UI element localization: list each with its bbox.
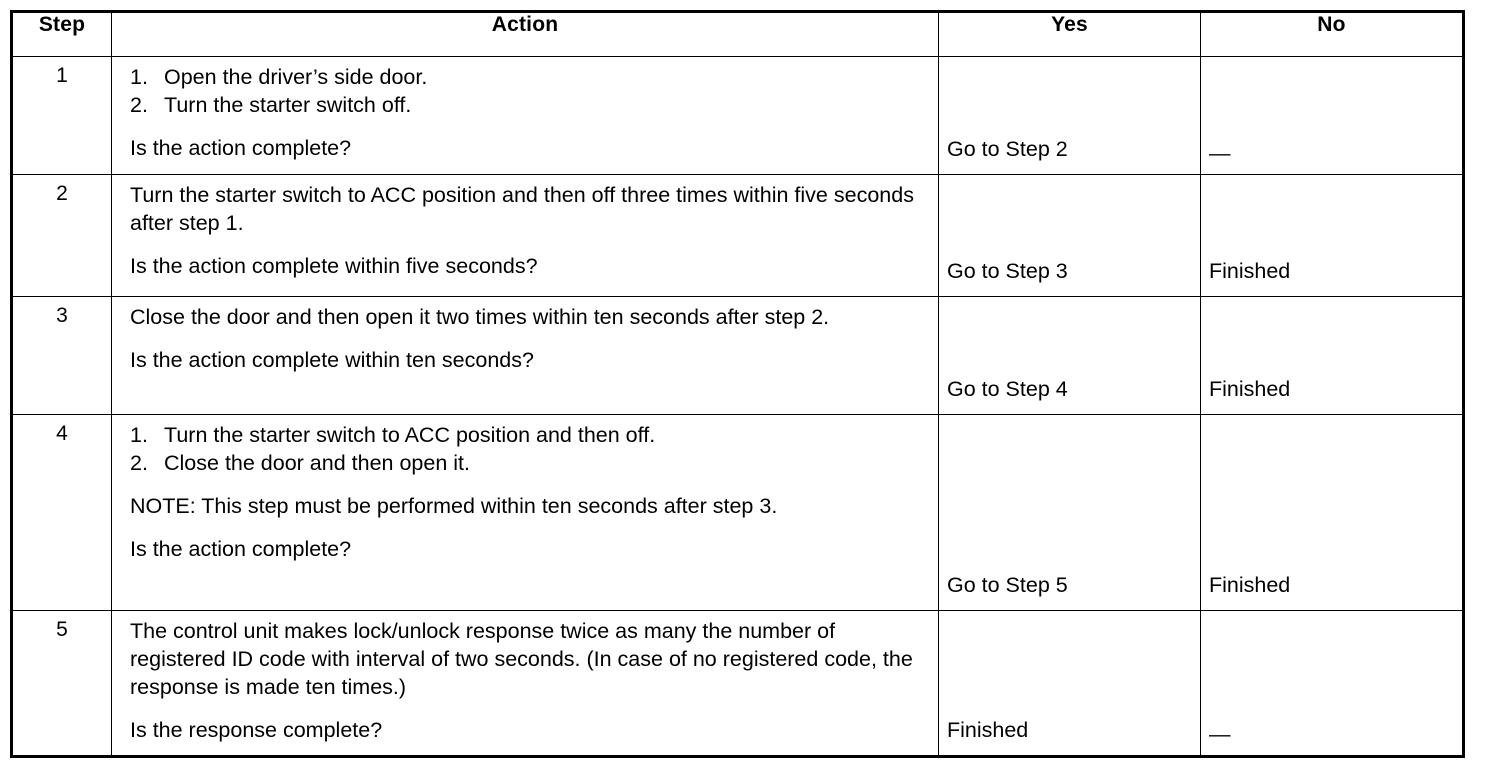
numbered-instruction-list: 1. Turn the starter switch to ACC positi… [130,422,924,478]
list-item-number: 2. [130,450,148,475]
step-number: 3 [11,296,112,415]
no-answer: — [1209,140,1231,165]
action-question: Is the response complete? [130,717,383,742]
table-header-row: Step Action Yes No [11,11,1464,57]
list-item-number: 2. [130,92,148,117]
step-number: 2 [11,174,112,297]
no-cell: Finished [1200,174,1464,297]
step-number: 5 [11,610,112,757]
yes-cell: Go to Step 4 [938,296,1201,415]
no-cell: — [1200,56,1464,175]
yes-answer: Go to Step 2 [947,137,1068,162]
table-row: 1 1. Open the driver’s side door. 2. Tur… [11,56,1464,175]
no-cell: Finished [1200,296,1464,415]
list-item: 2. Close the door and then open it. [130,450,924,478]
no-answer: Finished [1209,377,1291,402]
action-cell: 1. Turn the starter switch to ACC positi… [111,414,939,611]
no-answer: Finished [1209,259,1291,284]
diagnostic-procedure-table: Step Action Yes No 1 1. Open the driver’… [10,10,1465,758]
yes-cell: Go to Step 3 [938,174,1201,297]
list-item-number: 1. [130,423,148,447]
list-item: 1. Open the driver’s side door. [130,64,924,92]
yes-answer: Go to Step 3 [947,259,1068,284]
action-note: NOTE: This step must be performed within… [130,493,778,518]
list-item-text: Close the door and then open it. [164,450,470,475]
table-row: 3 Close the door and then open it two ti… [11,296,1464,415]
action-cell: Turn the starter switch to ACC position … [111,174,939,297]
action-body: Turn the starter switch to ACC position … [130,183,914,235]
column-header-step: Step [11,11,112,57]
action-cell: The control unit makes lock/unlock respo… [111,610,939,757]
no-cell: Finished [1200,414,1464,611]
no-answer: Finished [1209,573,1291,598]
yes-answer: Finished [947,718,1029,743]
no-cell: — [1200,610,1464,757]
table-row: 4 1. Turn the starter switch to ACC posi… [11,414,1464,611]
yes-answer: Go to Step 5 [947,573,1068,598]
column-header-no: No [1200,11,1464,57]
list-item-number: 1. [130,65,148,89]
numbered-instruction-list: 1. Open the driver’s side door. 2. Turn … [130,64,924,120]
action-cell: 1. Open the driver’s side door. 2. Turn … [111,56,939,175]
action-cell: Close the door and then open it two time… [111,296,939,415]
table-row: 5 The control unit makes lock/unlock res… [11,610,1464,757]
column-header-action: Action [111,11,939,57]
yes-cell: Finished [938,610,1201,757]
action-question: Is the action complete within ten second… [130,347,534,372]
action-question: Is the action complete? [130,135,352,160]
list-item: 1. Turn the starter switch to ACC positi… [130,422,924,450]
step-number: 4 [11,414,112,611]
step-number: 1 [11,56,112,175]
yes-cell: Go to Step 2 [938,56,1201,175]
action-body: Close the door and then open it two time… [130,305,830,329]
yes-answer: Go to Step 4 [947,377,1068,402]
table-row: 2 Turn the starter switch to ACC positio… [11,174,1464,297]
table-header: Step Action Yes No [11,11,1464,57]
list-item-text: Turn the starter switch to ACC position … [164,423,656,447]
list-item-text: Turn the starter switch off. [164,92,412,117]
list-item-text: Open the driver’s side door. [164,65,428,89]
no-answer: — [1209,721,1231,746]
yes-cell: Go to Step 5 [938,414,1201,611]
action-question: Is the action complete within five secon… [130,253,538,278]
list-item: 2. Turn the starter switch off. [130,92,924,120]
action-body: The control unit makes lock/unlock respo… [130,619,913,699]
column-header-yes: Yes [938,11,1201,57]
action-question: Is the action complete? [130,536,352,561]
table-body: 1 1. Open the driver’s side door. 2. Tur… [11,56,1464,757]
